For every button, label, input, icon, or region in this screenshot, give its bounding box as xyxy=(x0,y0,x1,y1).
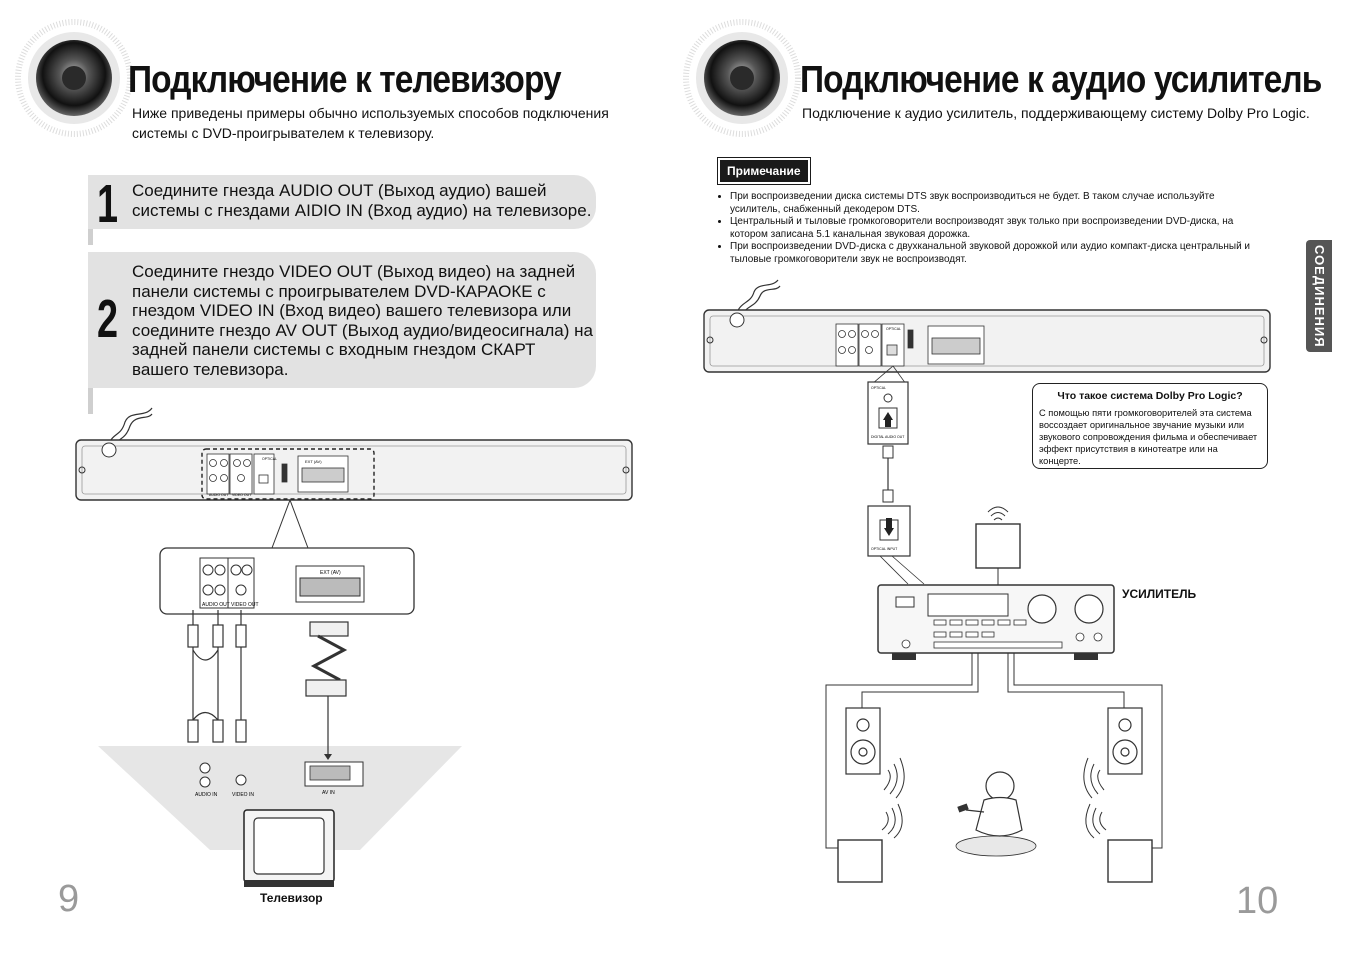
page-title: Подключение к телевизору xyxy=(128,59,562,101)
page-subtitle-right: Подключение к аудио усилитель, поддержив… xyxy=(802,105,1310,121)
step-1-text: Соедините гнезда AUDIO OUT (Выход аудио)… xyxy=(132,181,592,220)
optical-input-label: OPTICAL INPUT xyxy=(871,547,898,551)
video-in-label: VIDEO IN xyxy=(232,792,254,798)
note-item: Центральный и тыловые громкоговорители в… xyxy=(730,216,1330,241)
video-out-label: VIDEO OUT xyxy=(231,602,259,608)
step-2-box xyxy=(88,252,596,388)
audio-out-label-small: AUDIO OUT xyxy=(209,493,229,497)
step-2-text: Соедините гнездо VIDEO OUT (Выход видео)… xyxy=(132,262,593,379)
note-label: Примечание xyxy=(717,157,811,185)
page-number-left: 9 xyxy=(58,878,80,920)
video-out-label-small: VIDEO OUT xyxy=(232,493,252,497)
ext-av-label: EXT (AV) xyxy=(320,570,341,576)
amplifier-label: УСИЛИТЕЛЬ xyxy=(1122,587,1197,601)
amplifier-connection-diagram: OPTICAL OPTICAL DIGITAL AUDIO OUT OPTICA… xyxy=(703,279,1271,883)
tv-caption: Телевизор xyxy=(260,891,323,905)
note-item: При воспроизведении DVD-диска с двухкана… xyxy=(730,241,1330,266)
page-subtitle: Ниже приведены примеры обычно используем… xyxy=(132,105,609,141)
step-1-number: 1 xyxy=(97,174,119,234)
optical-label-small: OPTICAL xyxy=(262,457,277,461)
optical-label-small: OPTICAL xyxy=(886,327,901,331)
step-1-box xyxy=(88,175,596,229)
audio-out-label: AUDIO OUT xyxy=(202,602,230,608)
speaker-logo-icon xyxy=(683,19,801,137)
notes-list: При воспроизведении диска системы DTS зв… xyxy=(716,191,1330,266)
digital-audio-out-label: DIGITAL AUDIO OUT xyxy=(871,435,905,439)
page-title-right: Подключение к аудио усилитель xyxy=(800,59,1322,101)
av-in-label: AV IN xyxy=(322,790,335,796)
audio-in-label: AUDIO IN xyxy=(195,792,218,798)
step-2-number: 2 xyxy=(97,289,119,349)
optical-label: OPTICAL xyxy=(871,386,886,390)
dolby-info-box: Что такое система Dolby Pro Logic? С пом… xyxy=(1032,383,1268,469)
side-tab-connections: СОЕДИНЕНИЯ xyxy=(1306,240,1332,352)
ext-av-label-small: EXT (AV) xyxy=(305,459,322,464)
page-number-right: 10 xyxy=(1236,880,1279,922)
tv-connection-diagram: OPTICAL EXT (AV) AUDIO OUT VIDEO OUT AUD… xyxy=(75,407,633,887)
speaker-logo-icon xyxy=(15,19,133,137)
info-box-body: С помощью пяти громкоговорителей эта сис… xyxy=(1039,408,1258,466)
note-item: При воспроизведении диска системы DTS зв… xyxy=(730,191,1330,216)
info-box-title: Что такое система Dolby Pro Logic? xyxy=(1057,390,1243,402)
